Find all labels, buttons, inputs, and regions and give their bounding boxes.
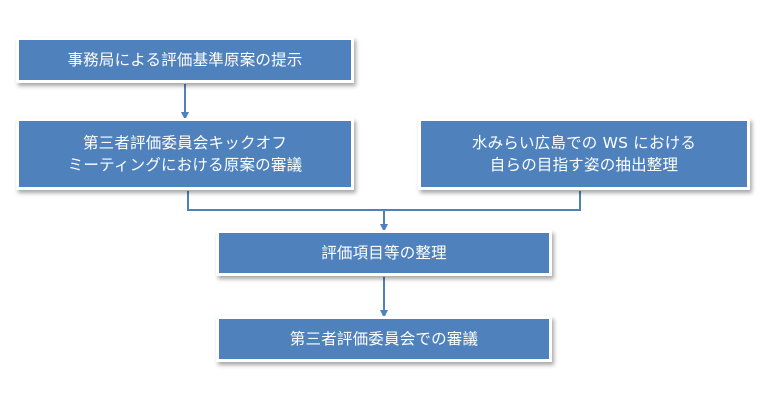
node-organize-items: 評価項目等の整理 <box>216 230 552 276</box>
node-label-line-2: 自らの目指す姿の抽出整理 <box>489 156 679 174</box>
node-label: 第三者評価委員会での審議 <box>289 330 479 348</box>
node-kickoff-review: 第三者評価委員会キックオフ ミーティングにおける原案の審議 <box>16 118 354 190</box>
node-workshop-extraction: 水みらい広島での WS における 自らの目指す姿の抽出整理 <box>418 118 750 190</box>
node-draft-presentation: 事務局による評価基準原案の提示 <box>16 37 354 83</box>
node-committee-review: 第三者評価委員会での審議 <box>216 316 552 362</box>
node-label: 評価項目等の整理 <box>321 244 447 262</box>
node-label-line-1: 第三者評価委員会キックオフ <box>82 134 288 152</box>
merge-connector-n2-n3 <box>187 191 581 211</box>
node-label-line-1: 水みらい広島での WS における <box>471 134 697 152</box>
node-label-line-2: ミーティングにおける原案の審議 <box>67 156 303 174</box>
node-label: 事務局による評価基準原案の提示 <box>67 51 303 69</box>
